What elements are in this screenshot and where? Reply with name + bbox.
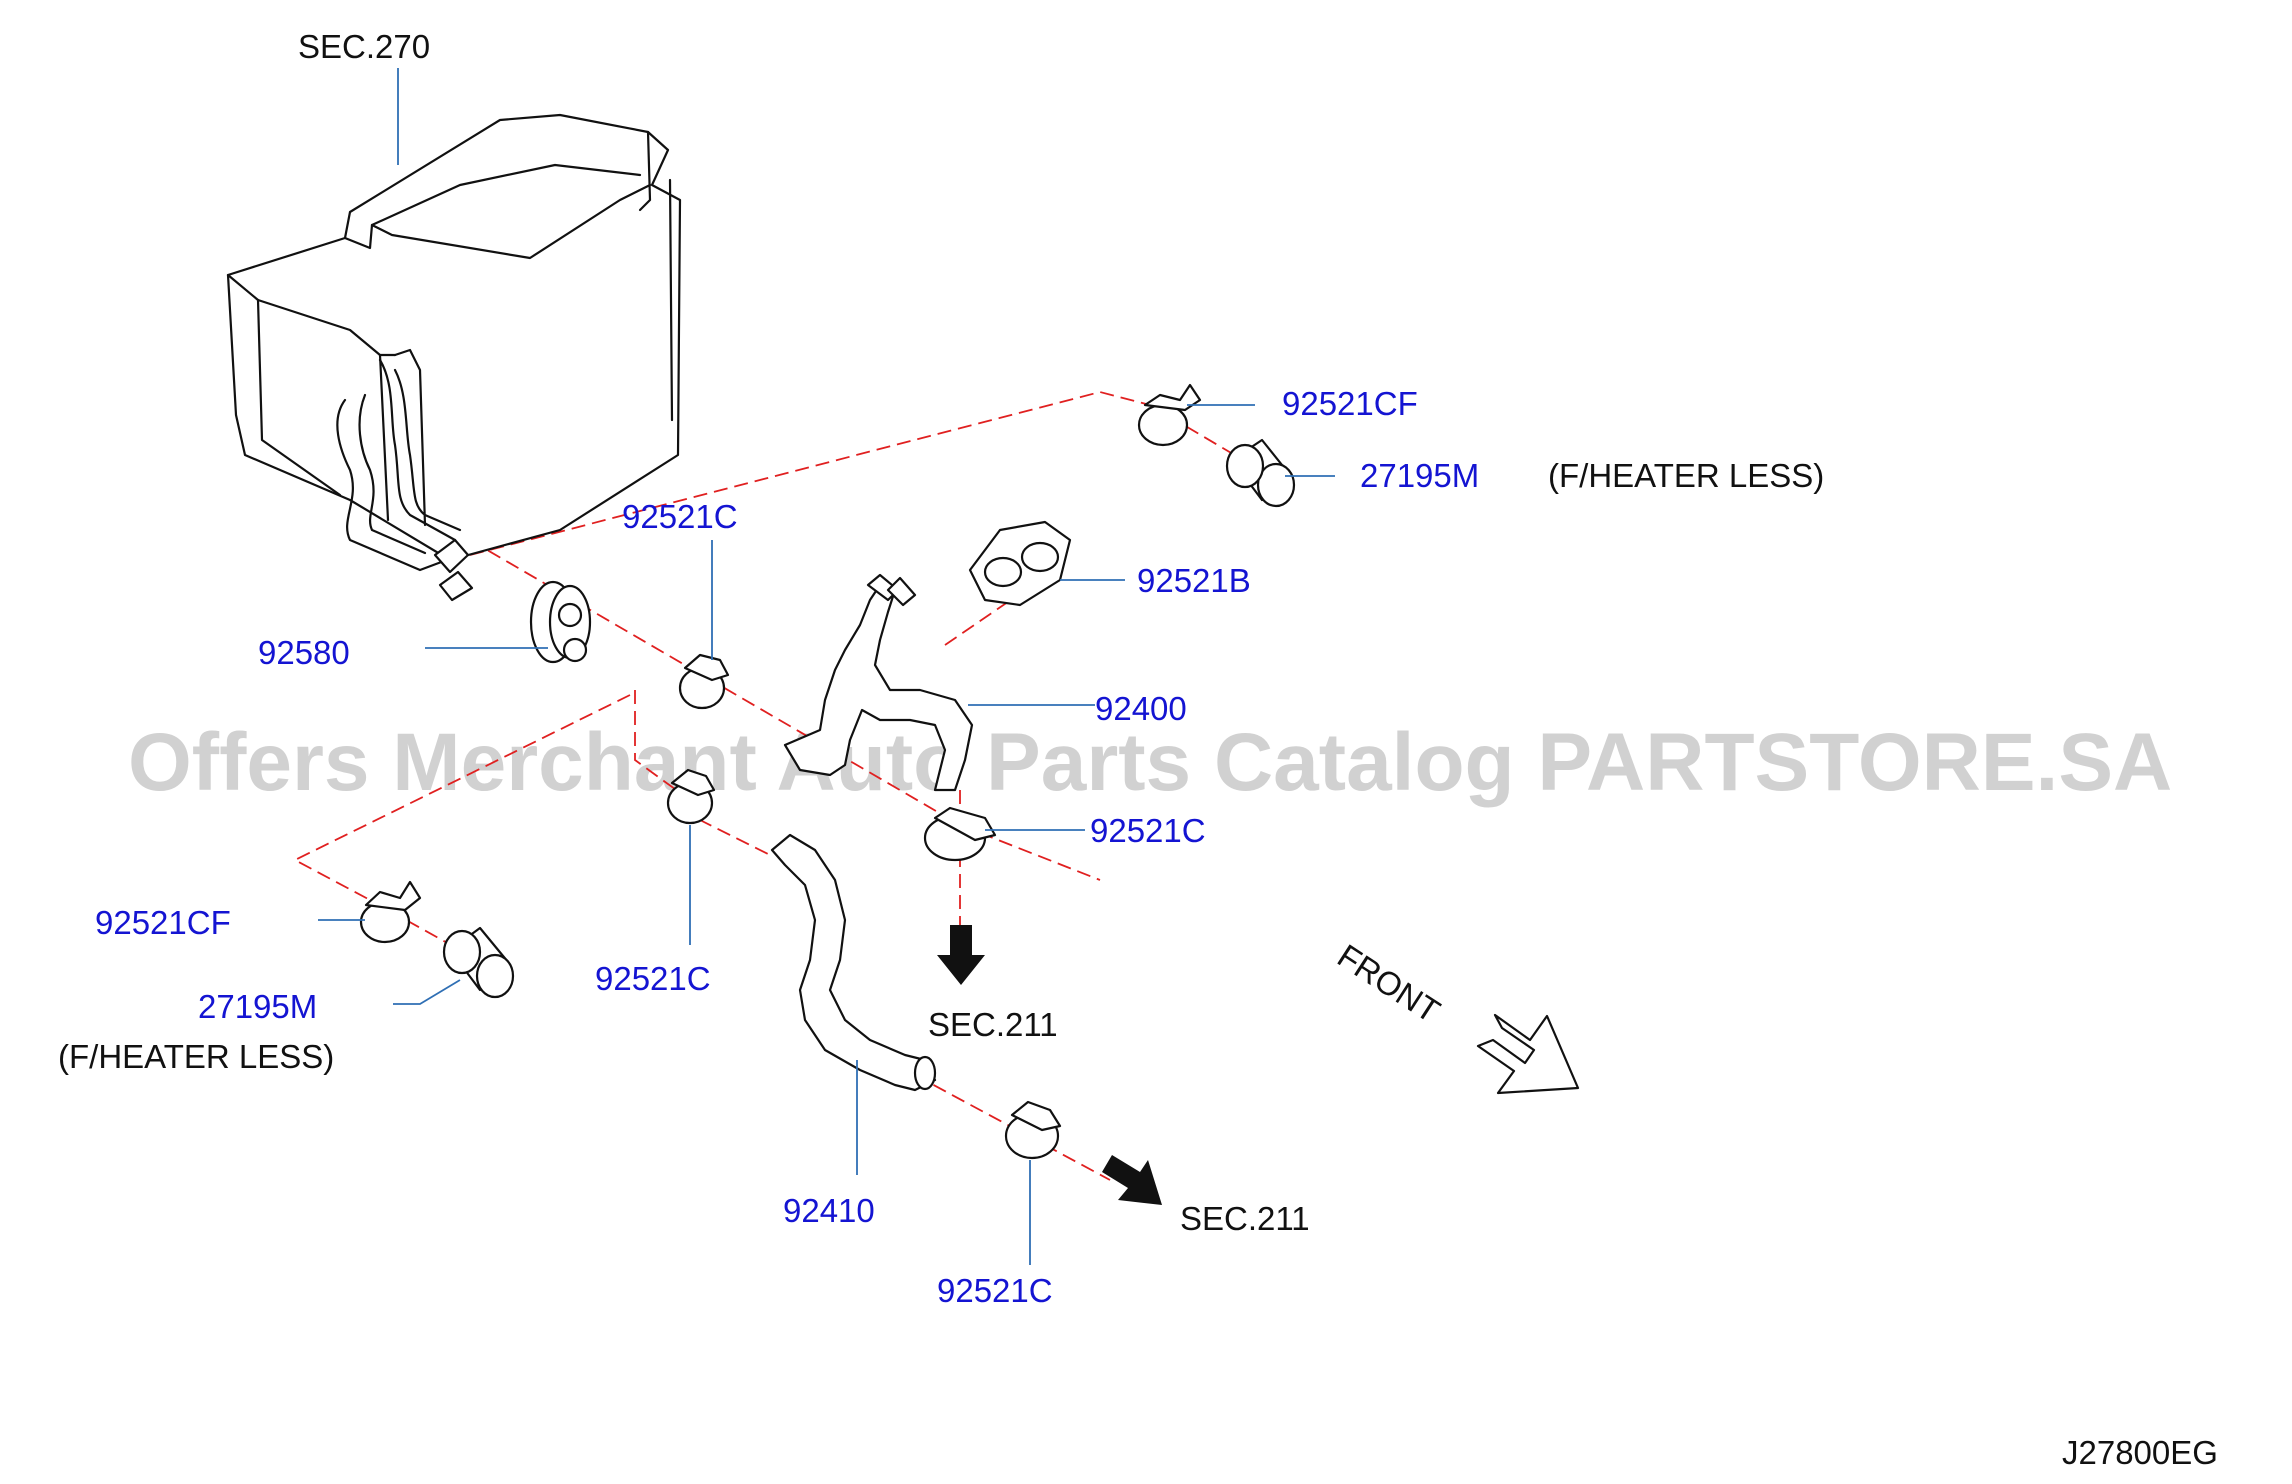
note-heater-less-top: (F/HEATER LESS) bbox=[1548, 457, 1824, 494]
label-92521c-mid-left[interactable]: 92521C bbox=[595, 960, 711, 997]
label-27195m-top[interactable]: 27195M bbox=[1360, 457, 1479, 494]
label-92580[interactable]: 92580 bbox=[258, 634, 350, 671]
label-92521c-bottom[interactable]: 92521C bbox=[937, 1272, 1053, 1309]
clamp-92521c-mid-left[interactable] bbox=[666, 768, 716, 825]
label-92521cf-left[interactable]: 92521CF bbox=[95, 904, 231, 941]
label-92400[interactable]: 92400 bbox=[1095, 690, 1187, 727]
hose-92410[interactable] bbox=[770, 833, 937, 1092]
label-92521cf-top[interactable]: 92521CF bbox=[1282, 385, 1418, 422]
label-sec-270[interactable]: SEC.270 bbox=[298, 28, 430, 65]
clamp-92521c-upper[interactable] bbox=[678, 653, 730, 710]
label-92521b[interactable]: 92521B bbox=[1137, 562, 1251, 599]
heater-unit[interactable] bbox=[226, 113, 682, 602]
label-sec-211-down[interactable]: SEC.211 bbox=[928, 1006, 1058, 1043]
cap-27195m-top[interactable] bbox=[1225, 438, 1296, 508]
clamp-92521c-bottom[interactable] bbox=[1004, 1100, 1062, 1160]
hose-92400[interactable] bbox=[783, 573, 974, 792]
diagram-code: J27800EG bbox=[2062, 1434, 2218, 1471]
clamp-92521cf-left[interactable] bbox=[359, 880, 422, 944]
label-92410[interactable]: 92410 bbox=[783, 1192, 875, 1229]
label-92521c-upper[interactable]: 92521C bbox=[622, 498, 738, 535]
watermark: Offers Merchant Auto Parts Catalog PARTS… bbox=[128, 717, 2172, 808]
clamp-92521b[interactable] bbox=[968, 520, 1072, 607]
grommet-92580[interactable] bbox=[529, 580, 592, 664]
front-direction-arrow-icon bbox=[1476, 1013, 1580, 1095]
front-label: FRONT bbox=[1331, 937, 1446, 1030]
arrow-down-icon bbox=[937, 925, 985, 985]
leader-lines bbox=[318, 68, 1335, 1265]
label-sec-211-right[interactable]: SEC.211 bbox=[1180, 1200, 1310, 1237]
label-27195m-left[interactable]: 27195M bbox=[198, 988, 317, 1025]
clamp-92521cf-top[interactable] bbox=[1137, 383, 1202, 447]
note-heater-less-left: (F/HEATER LESS) bbox=[58, 1038, 334, 1075]
clamp-92521c-mid-right[interactable] bbox=[923, 806, 997, 862]
cap-27195m-left[interactable] bbox=[442, 926, 515, 999]
label-92521c-mid-right[interactable]: 92521C bbox=[1090, 812, 1206, 849]
arrow-right-icon bbox=[1102, 1155, 1162, 1205]
